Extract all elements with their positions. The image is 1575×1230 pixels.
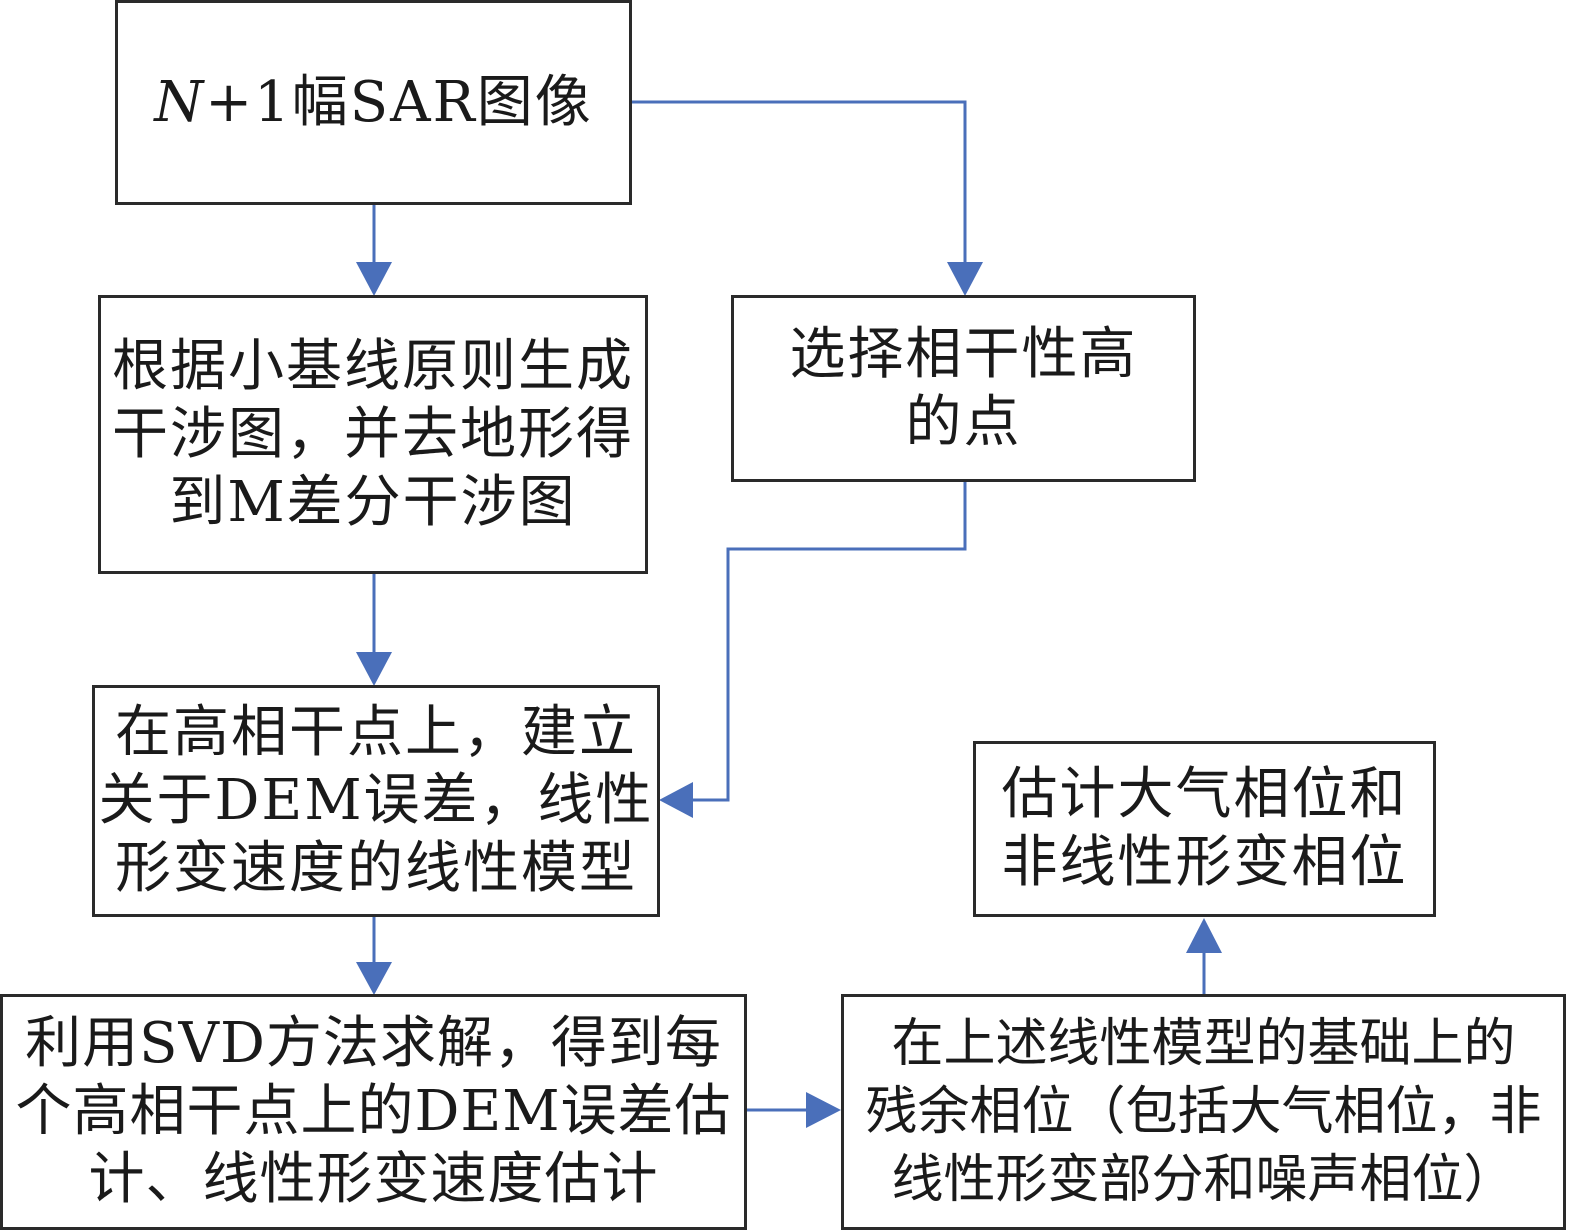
build-model-label: 在高相干点上，建立 关于DEM误差，线性 形变速度的线性模型: [98, 699, 653, 903]
sar-images-label: N+1幅SAR图像: [154, 69, 593, 137]
text-line: 个高相干点上的DEM误差估: [15, 1079, 732, 1144]
text-line: 干涉图，并去地形得: [112, 401, 634, 467]
text-line: 在上述线性模型的基础上的: [891, 1014, 1516, 1074]
text-line: 利用SVD方法求解，得到每: [25, 1011, 722, 1076]
text-line: 的点: [905, 389, 1022, 455]
residual-phase-box: 在上述线性模型的基础上的 残余相位（包括大气相位，非 线性形变部分和噪声相位）: [841, 994, 1566, 1230]
text-line: 线性形变部分和噪声相位）: [891, 1150, 1516, 1210]
arrowhead: [1186, 918, 1222, 953]
text-line: 非线性形变相位: [1001, 830, 1408, 895]
build-model-box: 在高相干点上，建立 关于DEM误差，线性 形变速度的线性模型: [92, 685, 660, 917]
text-line: 到M差分干涉图: [169, 469, 577, 535]
generate-interferograms-box: 根据小基线原则生成 干涉图，并去地形得 到M差分干涉图: [98, 295, 648, 574]
arrowhead: [356, 962, 392, 995]
arrow-sar-to-select-points: [632, 100, 967, 265]
text-line: 残余相位（包括大气相位，非: [865, 1082, 1542, 1142]
generate-interferograms-label: 根据小基线原则生成 干涉图，并去地形得 到M差分干涉图: [112, 333, 634, 537]
text-line: 根据小基线原则生成: [112, 333, 634, 399]
text-line: 计、线性形变速度估计: [88, 1147, 659, 1212]
svd-solve-box: 利用SVD方法求解，得到每 个高相干点上的DEM误差估 计、线性形变速度估计: [0, 994, 747, 1230]
svd-solve-label: 利用SVD方法求解，得到每 个高相干点上的DEM误差估 计、线性形变速度估计: [15, 1010, 731, 1214]
estimate-phase-box: 估计大气相位和 非线性形变相位: [973, 741, 1436, 917]
text-line: 在高相干点上，建立: [115, 700, 637, 765]
arrowhead: [947, 262, 983, 296]
arrowhead: [356, 262, 392, 296]
text-line: 估计大气相位和: [1001, 762, 1408, 827]
text-line: 形变速度的线性模型: [115, 836, 637, 901]
select-points-box: 选择相干性高 的点: [731, 295, 1196, 482]
text-line: 选择相干性高: [789, 321, 1138, 387]
residual-phase-label: 在上述线性模型的基础上的 残余相位（包括大气相位，非 线性形变部分和噪声相位）: [865, 1010, 1541, 1214]
text-line: 关于DEM误差，线性: [98, 768, 654, 833]
select-points-label: 选择相干性高 的点: [790, 321, 1138, 457]
arrowhead: [356, 652, 392, 686]
arrowhead: [806, 1092, 841, 1128]
arrowhead: [659, 782, 693, 818]
estimate-phase-label: 估计大气相位和 非线性形变相位: [1002, 761, 1408, 897]
sar-images-var: N: [154, 69, 206, 135]
sar-images-box: N+1幅SAR图像: [115, 0, 632, 205]
sar-images-rest: +1幅SAR图像: [205, 69, 593, 135]
arrow-select-points-to-model: [690, 481, 967, 802]
